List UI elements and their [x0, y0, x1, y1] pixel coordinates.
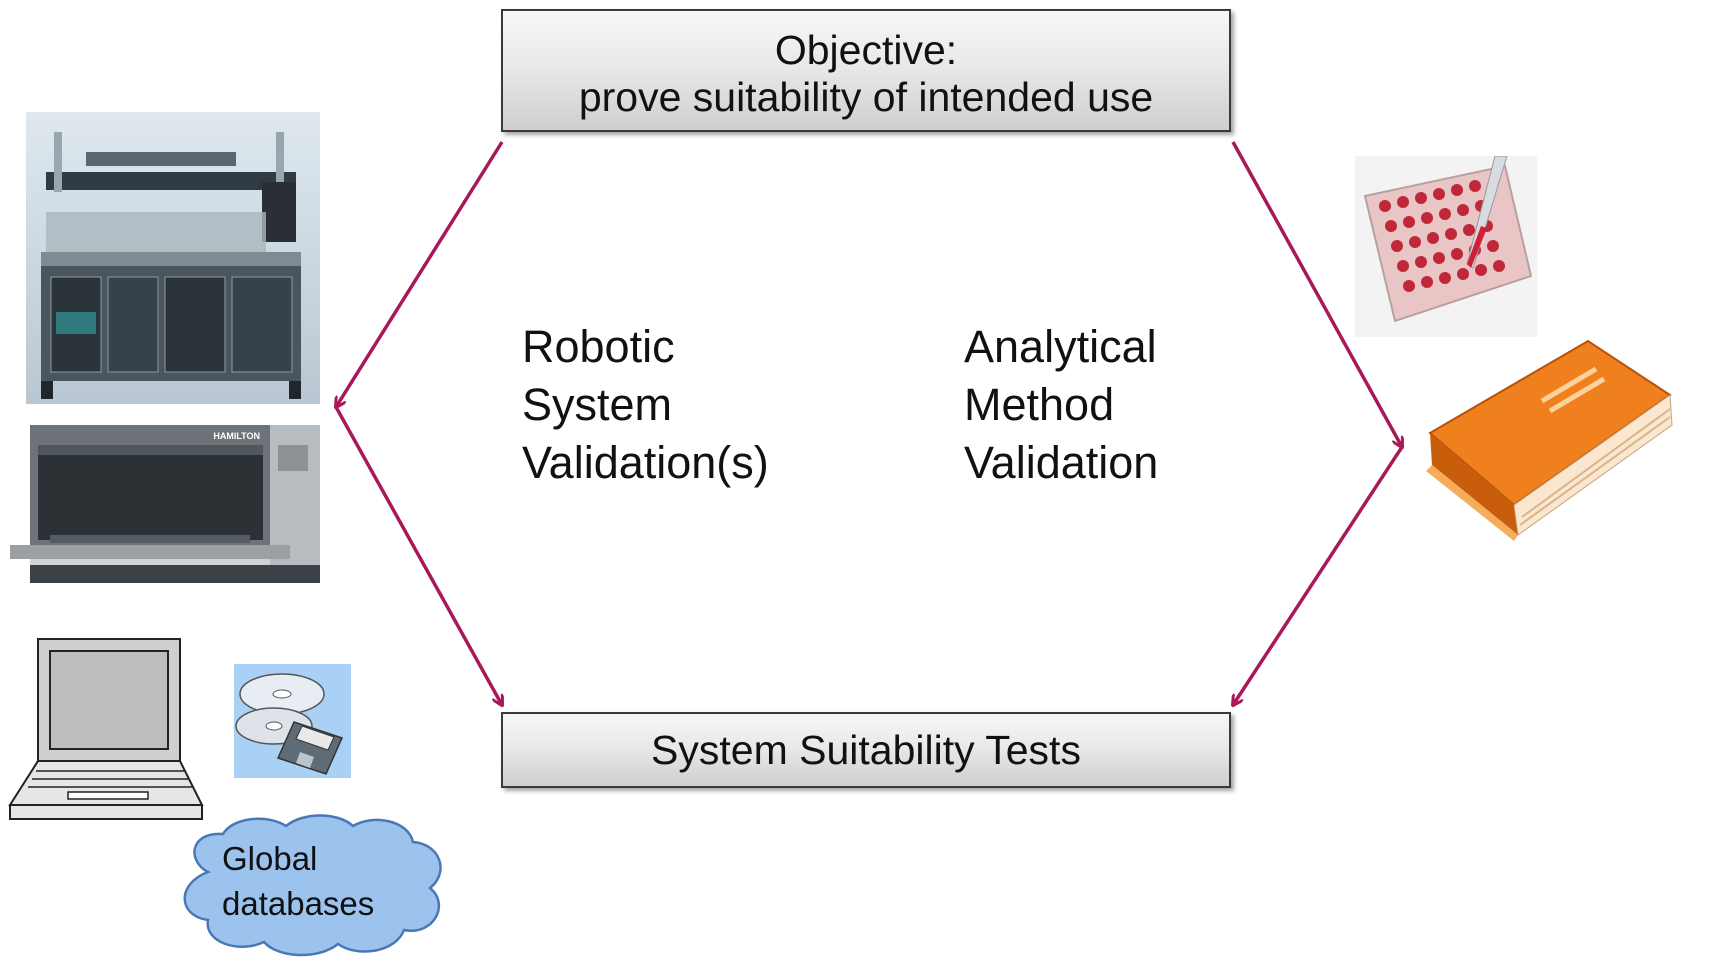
sst-label: System Suitability Tests	[651, 727, 1081, 773]
system-suitability-tests-box: System Suitability Tests	[501, 712, 1231, 788]
robotic-system-validation-label: Robotic System Validation(s)	[522, 321, 769, 488]
objective-subtitle: prove suitability of intended use	[578, 74, 1154, 120]
arrow-robotic-to-sst	[334, 406, 502, 705]
arrow-objective-to-robotic	[336, 141, 504, 407]
objective-title: Objective:	[774, 27, 958, 73]
hamilton-robot-icon: HAMILTON	[10, 425, 320, 583]
cloud-label: Global databases	[222, 840, 375, 922]
book-icon	[1426, 339, 1673, 541]
liquid-handler-robot-icon	[26, 112, 320, 404]
analytical-method-validation-label: Analytical Method Validation	[964, 321, 1159, 488]
objective-box: Objective: prove suitability of intended…	[501, 9, 1231, 132]
laptop-icon	[8, 638, 204, 820]
arrow-objective-to-analytical	[1231, 141, 1402, 447]
arrow-analytical-to-sst	[1233, 446, 1404, 705]
disks-icon	[234, 664, 351, 778]
microplate-pipette-icon	[1355, 156, 1537, 337]
hamilton-brand-text: HAMILTON	[213, 431, 260, 441]
cloud-shape	[183, 814, 442, 957]
